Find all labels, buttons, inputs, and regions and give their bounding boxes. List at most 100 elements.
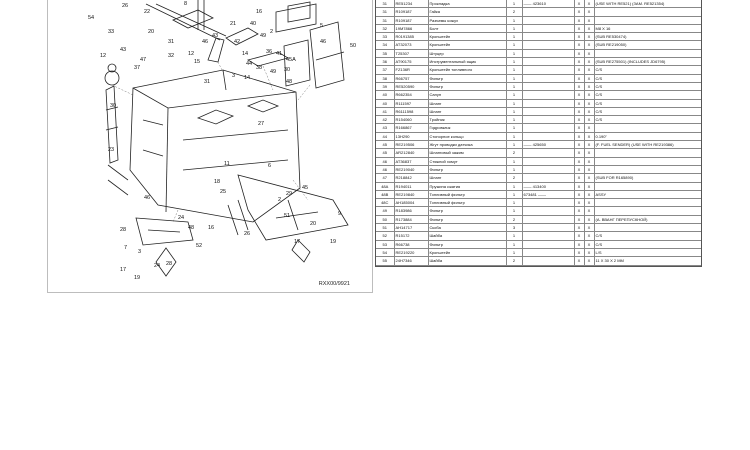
table-cell: 1 [506,231,523,241]
table-cell: 48C [376,198,395,208]
table-cell [522,148,575,158]
table-cell: X [574,99,585,108]
callout: 48 [286,79,293,85]
table-cell: 32 [376,24,395,34]
callout: 14 [242,51,249,57]
table-row: 5619M7456Болт с головой2XXM30 X 40 [376,265,701,266]
table-cell: X [574,0,585,9]
table-cell: R194011 [394,182,429,191]
table-cell: 13H290 [394,132,429,142]
table-cell: X [574,107,585,117]
table-cell: 31 [376,7,395,17]
table-cell: Болт [428,24,507,34]
table-cell: X [574,240,585,249]
table-cell: Фильтр [428,82,507,92]
table-cell: Шланговый зажим [428,148,507,158]
figure-id: RXX00/9921 [318,281,350,287]
table-cell: X [584,40,595,50]
table-cell: X [584,123,595,133]
table-cell: Сапун [428,90,507,100]
table-cell: X [584,0,595,9]
table-cell: 24H7346 [394,256,429,266]
callout: 41 [276,51,283,57]
table-cell: 1 [506,16,523,25]
table-cell: X [574,40,585,50]
table-cell: C/S [594,90,701,100]
callout: 2 [270,29,274,35]
table-cell: X [574,173,585,183]
table-cell: Фильтр [428,240,507,249]
table-cell: X [574,123,585,133]
table-cell: X [574,65,585,75]
table-cell: AT36837 [394,157,429,166]
table-cell: RE219040 [394,165,429,175]
table-cell: X [584,157,595,166]
table-cell: 673481 —— [522,190,575,200]
fuel-tank-drawing [104,0,349,277]
table-cell: R111597 [394,99,429,108]
table-cell [594,198,701,208]
callout: 17 [294,239,301,245]
callout: 44 [246,61,253,67]
table-cell: X [574,248,585,258]
table-cell: R6111598 [394,107,429,117]
callout: 28 [120,227,127,233]
table-cell: X [584,240,595,249]
table-cell: X [584,24,595,34]
table-cell: 2 [506,215,523,225]
table-cell: R66738 [394,240,429,249]
table-cell: 41 [376,107,395,117]
table-cell: X [574,140,585,150]
callout: 5 [320,23,324,29]
callout: 42 [234,39,241,45]
table-cell: R15172 [394,231,429,241]
table-cell: 1 [506,115,523,125]
table-cell: Шланг [428,173,507,183]
table-cell [594,165,701,175]
table-cell: Стопорное кольцо [428,132,507,142]
table-cell: C/S [594,240,701,249]
table-cell: Гидровкачк [428,123,507,133]
table-cell: 1 [506,99,523,108]
table-cell: R0191385 [394,32,429,42]
table-cell [522,90,575,100]
table-cell: X [574,82,585,92]
table-cell: Кронштейн [428,248,507,258]
table-cell: 1 [506,140,523,150]
table-cell: Штуцер [428,49,507,59]
table-cell: X [584,231,595,241]
table-cell: 0.190" [594,132,701,142]
table-cell: X [574,7,585,17]
callout: 43 [120,47,127,53]
callout: 17 [120,267,127,273]
table-cell: 1 [506,90,523,100]
table-cell [522,16,575,25]
table-cell: Болт с головой [428,265,507,266]
table-cell: X [574,49,585,59]
table-cell [522,7,575,17]
callout: 24 [178,215,185,221]
table-cell: X [574,32,585,42]
table-cell: AH14717 [394,223,429,233]
table-cell: 1 [506,198,523,208]
callout: 3 [138,249,142,255]
callout: 48 [188,225,195,231]
table-cell: 35 [376,49,395,59]
table-cell [522,107,575,117]
callout: 24 [154,263,161,269]
table-cell: X [574,190,585,200]
table-cell [522,215,575,225]
table-cell: X [574,198,585,208]
table-cell: AT90175 [394,57,429,67]
callout: 47 [140,57,147,63]
callout: 18 [214,179,221,185]
table-cell: Гайка [428,7,507,17]
table-cell: 1 [506,240,523,249]
